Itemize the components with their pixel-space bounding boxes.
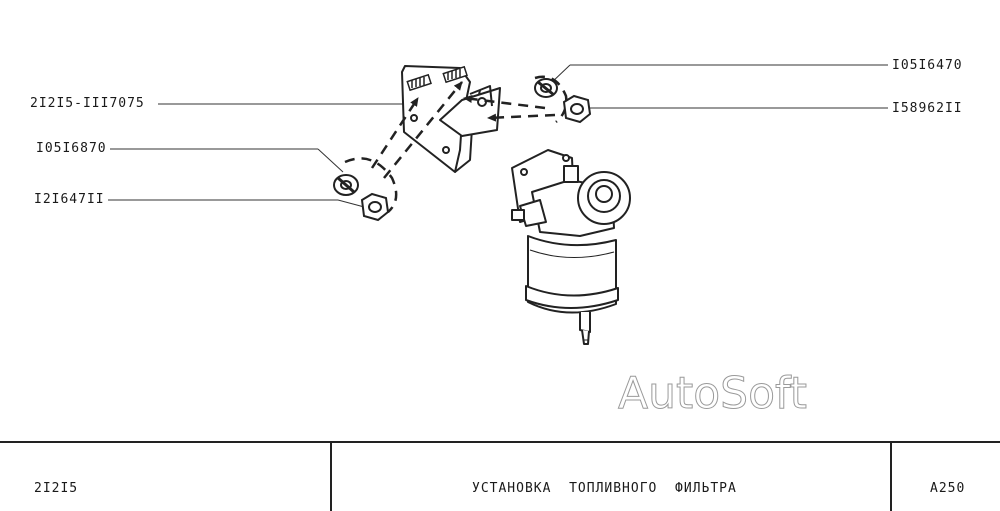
title-block-sheet-cell: A250 bbox=[892, 443, 1000, 511]
nut-right bbox=[562, 94, 592, 124]
assembly-path-lines bbox=[344, 75, 568, 213]
callout-nut-left: I2I647II bbox=[34, 192, 105, 207]
washer-left bbox=[333, 174, 359, 196]
washer-right bbox=[534, 78, 558, 98]
filter-drain-plug bbox=[579, 312, 591, 333]
leader-washer-left-tail bbox=[317, 148, 344, 173]
filter-bolt bbox=[563, 165, 579, 183]
model-code: 2I2I5 bbox=[34, 481, 79, 496]
drawing-title: УСТАНОВКА ТОПЛИВНОГО ФИЛЬТРА bbox=[472, 481, 737, 496]
title-block: 2I2I5 УСТАНОВКА ТОПЛИВНОГО ФИЛЬТРА A250 bbox=[0, 441, 1000, 511]
callout-bracket: 2I2I5-III7075 bbox=[30, 96, 145, 111]
callout-nut-right: I58962II bbox=[892, 101, 963, 116]
watermark: AutoSoft bbox=[618, 368, 808, 420]
callout-washer-left: I05I6870 bbox=[36, 141, 107, 156]
nut-left bbox=[360, 192, 390, 222]
title-block-title-cell: УСТАНОВКА ТОПЛИВНОГО ФИЛЬТРА bbox=[332, 443, 892, 511]
bracket-studs bbox=[406, 65, 468, 92]
callout-washer-right: I05I6470 bbox=[892, 58, 963, 73]
exploded-assembly-drawing bbox=[108, 64, 888, 345]
title-block-model-cell: 2I2I5 bbox=[0, 443, 332, 511]
filter-cap bbox=[577, 171, 631, 225]
fuel-filter bbox=[511, 149, 631, 345]
sheet-number: A250 bbox=[930, 481, 966, 496]
leader-lines bbox=[108, 64, 888, 209]
